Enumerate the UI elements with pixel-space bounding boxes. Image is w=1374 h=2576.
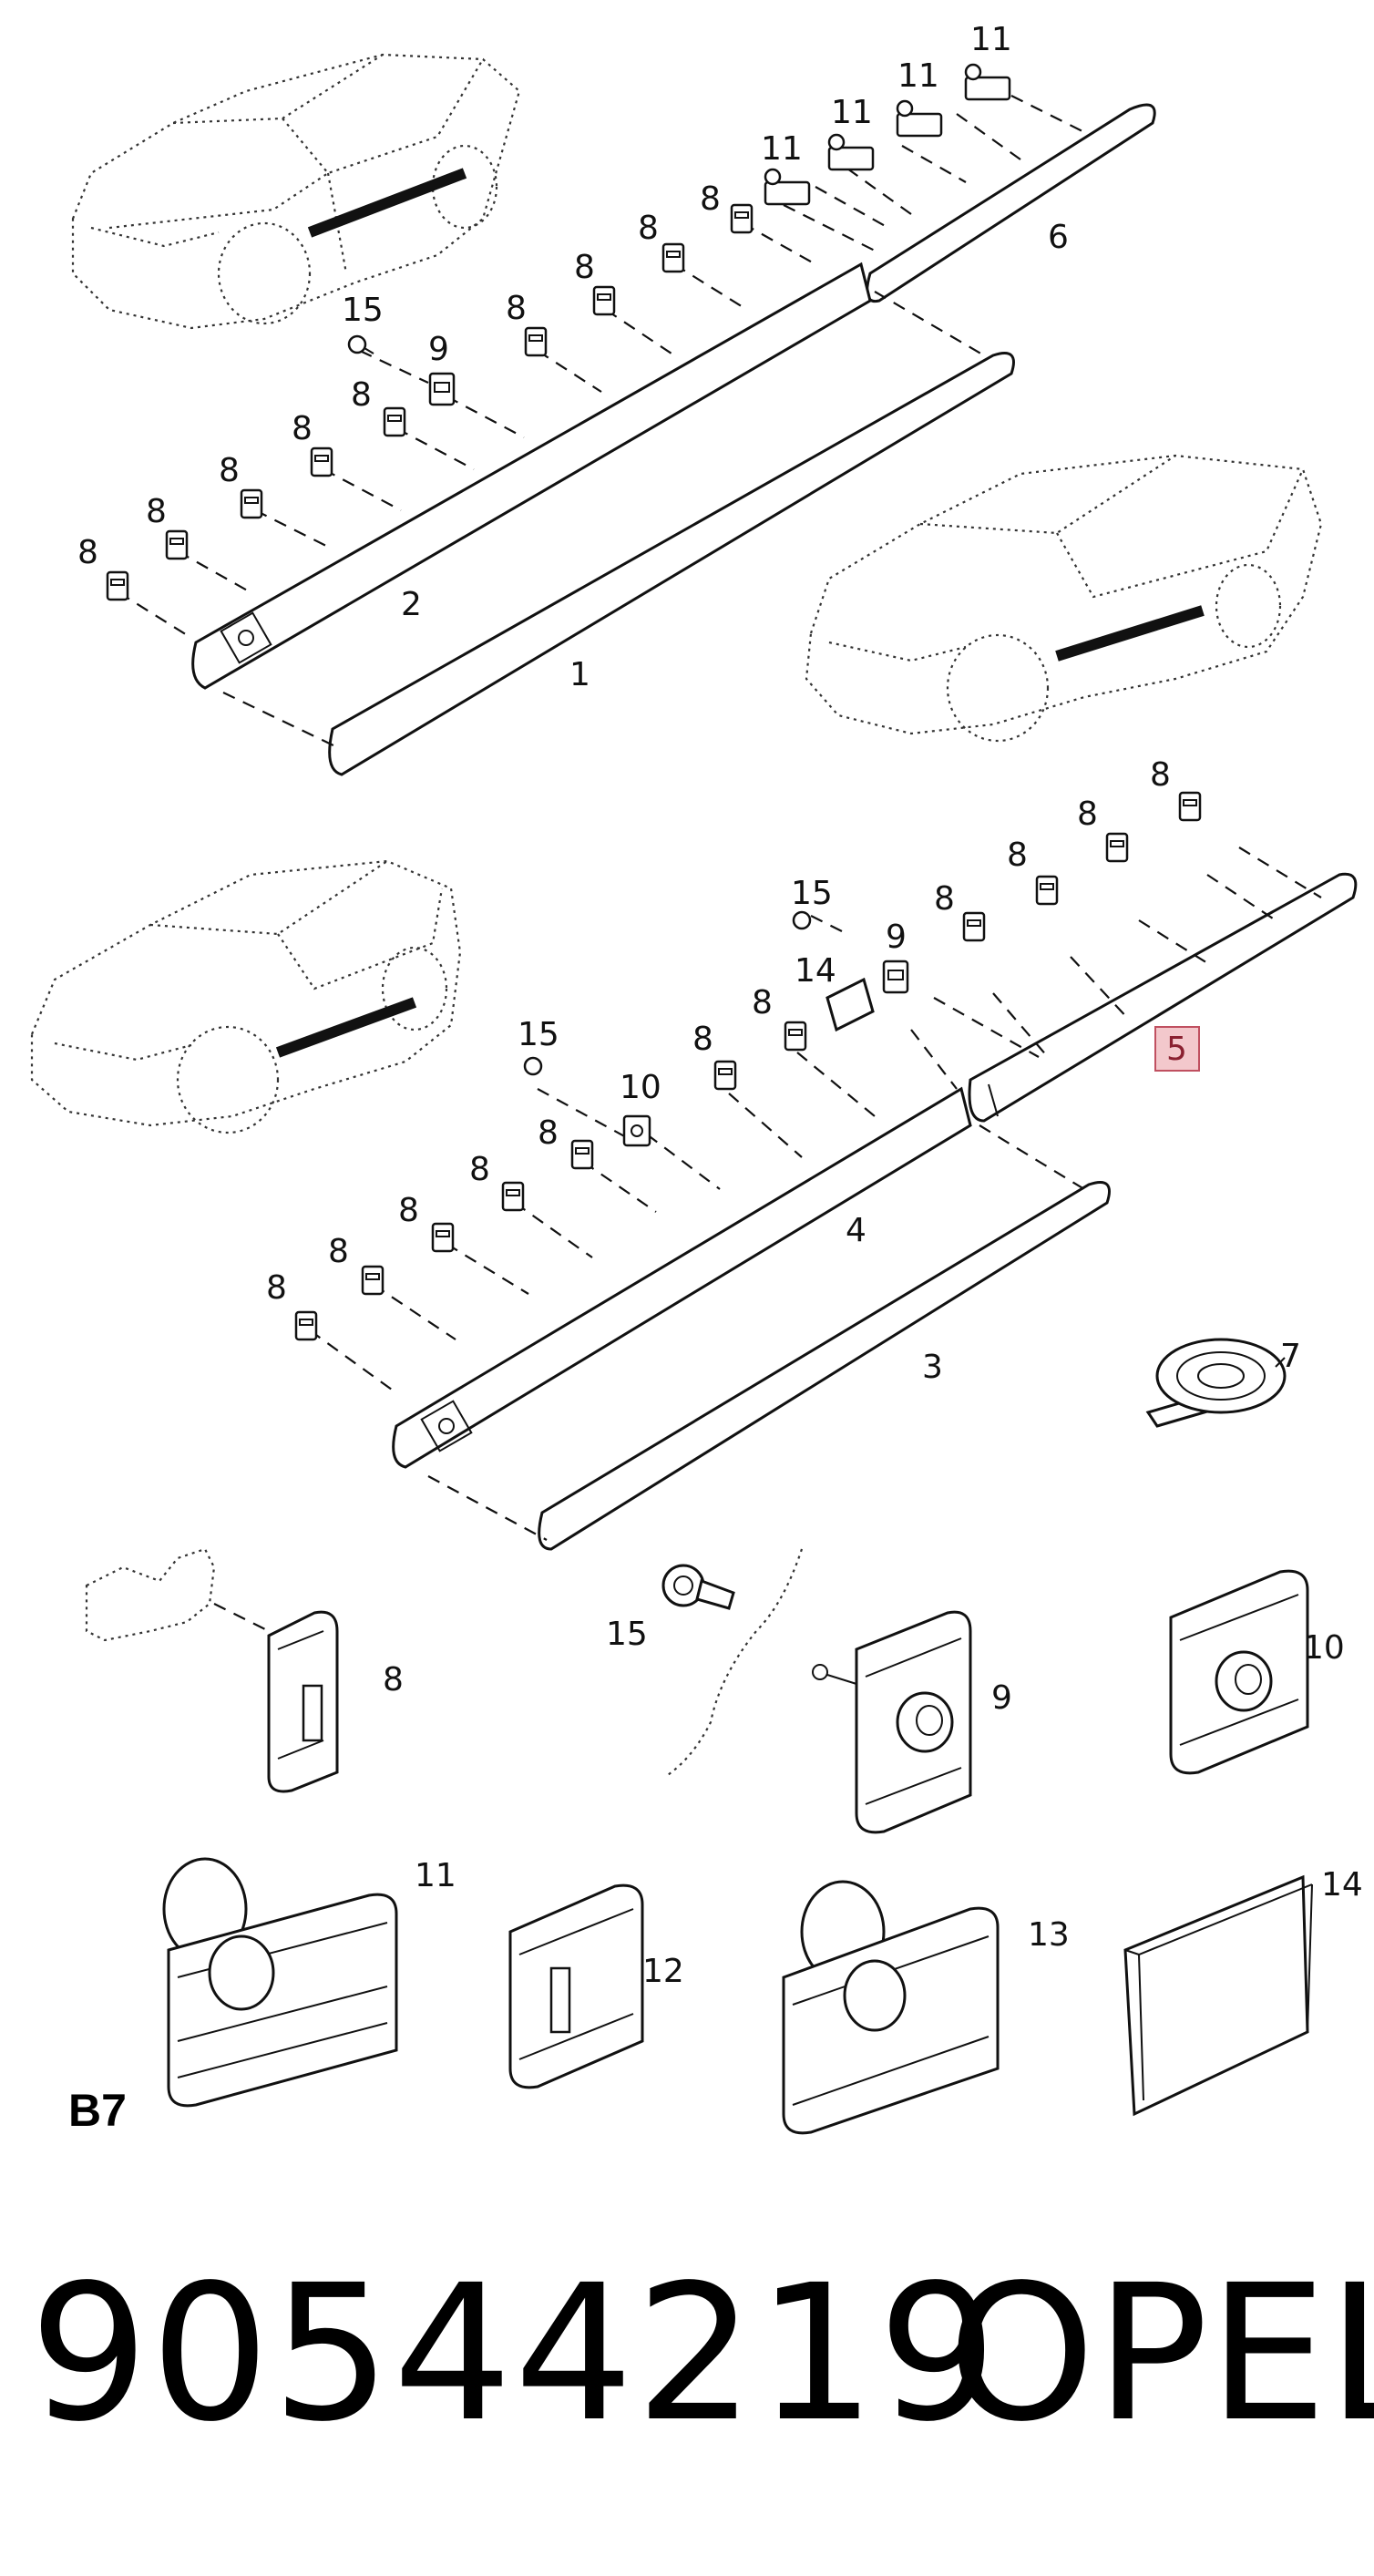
detail-pad-14 — [1123, 1874, 1313, 2117]
callout-8: 8 — [934, 880, 955, 918]
callout-1: 1 — [569, 656, 590, 693]
callout-8: 8 — [292, 410, 313, 447]
callout-12-detail: 12 — [642, 1953, 684, 1990]
callout-8: 8 — [692, 1021, 713, 1058]
callout-11-detail: 11 — [415, 1857, 456, 1894]
callout-13-detail: 13 — [1028, 1916, 1070, 1954]
leader-lines — [118, 95, 1322, 1541]
car-estate-illustration — [805, 454, 1323, 743]
callout-3: 3 — [922, 1349, 943, 1386]
detail-clip-9 — [812, 1610, 972, 1834]
callout-8: 8 — [752, 984, 773, 1021]
callout-8: 8 — [538, 1114, 559, 1152]
callout-15: 15 — [518, 1016, 559, 1053]
callout-5: 5 — [1166, 1031, 1187, 1068]
callout-8: 8 — [638, 210, 659, 247]
callout-15: 15 — [791, 875, 833, 912]
callout-8: 8 — [574, 249, 595, 286]
callout-8: 8 — [219, 452, 240, 489]
highlight-box-5 — [1154, 1026, 1200, 1072]
callout-14: 14 — [795, 952, 836, 990]
detail-screw-15 — [661, 1548, 804, 1778]
molding-front-middle — [392, 1086, 972, 1469]
callout-8: 8 — [266, 1269, 287, 1307]
callout-8: 8 — [1077, 795, 1098, 833]
callout-8-detail: 8 — [383, 1661, 404, 1699]
callout-8: 8 — [1007, 836, 1028, 874]
small-clips — [106, 63, 1202, 1341]
detail-clip-10 — [1169, 1569, 1309, 1775]
callout-11: 11 — [761, 130, 803, 168]
callout-8: 8 — [77, 534, 98, 571]
detail-clip-11 — [162, 1857, 398, 2108]
detail-clip-8 — [85, 1547, 339, 1793]
brand-name: OPEL — [948, 2244, 1374, 2463]
callout-15: 15 — [342, 292, 384, 329]
callout-9-detail: 9 — [991, 1679, 1012, 1717]
callout-9: 9 — [428, 331, 449, 368]
callout-8: 8 — [398, 1192, 419, 1229]
car-hatchback-illustration — [71, 53, 521, 330]
callout-8: 8 — [146, 493, 167, 530]
callout-9: 9 — [886, 919, 907, 956]
callout-8: 8 — [700, 180, 721, 218]
callout-11: 11 — [970, 21, 1012, 58]
detail-clip-13 — [782, 1880, 1000, 2135]
car-sedan-illustration — [30, 859, 462, 1134]
callout-14-detail: 14 — [1321, 1866, 1363, 1904]
callout-8: 8 — [469, 1151, 490, 1188]
callout-15-detail: 15 — [606, 1616, 648, 1653]
tape-roll-illustration — [1145, 1338, 1287, 1428]
detail-clip-12 — [508, 1883, 644, 2089]
callout-8: 8 — [1150, 756, 1171, 794]
callout-2: 2 — [401, 586, 422, 623]
molding-lower-middle — [538, 1181, 1111, 1551]
section-code: B7 — [68, 2085, 127, 2136]
callout-10-detail: 10 — [1303, 1629, 1345, 1667]
callout-8: 8 — [328, 1233, 349, 1270]
callout-11: 11 — [831, 94, 873, 131]
molding-rear-middle — [968, 872, 1358, 1123]
callout-10: 10 — [620, 1069, 661, 1106]
molding-lower-long — [328, 352, 1015, 776]
callout-4: 4 — [846, 1212, 866, 1249]
part-number: 90544219 — [29, 2244, 1000, 2463]
callout-labels: 11 11 11 11 6 15 9 2 1 5 15 9 14 15 10 4… — [77, 21, 1363, 1990]
molding-front-upper — [191, 262, 872, 690]
callout-8: 8 — [506, 290, 527, 327]
callout-7: 7 — [1280, 1338, 1301, 1375]
callout-8: 8 — [351, 376, 372, 414]
callout-11: 11 — [897, 57, 939, 95]
callout-6: 6 — [1048, 219, 1069, 256]
